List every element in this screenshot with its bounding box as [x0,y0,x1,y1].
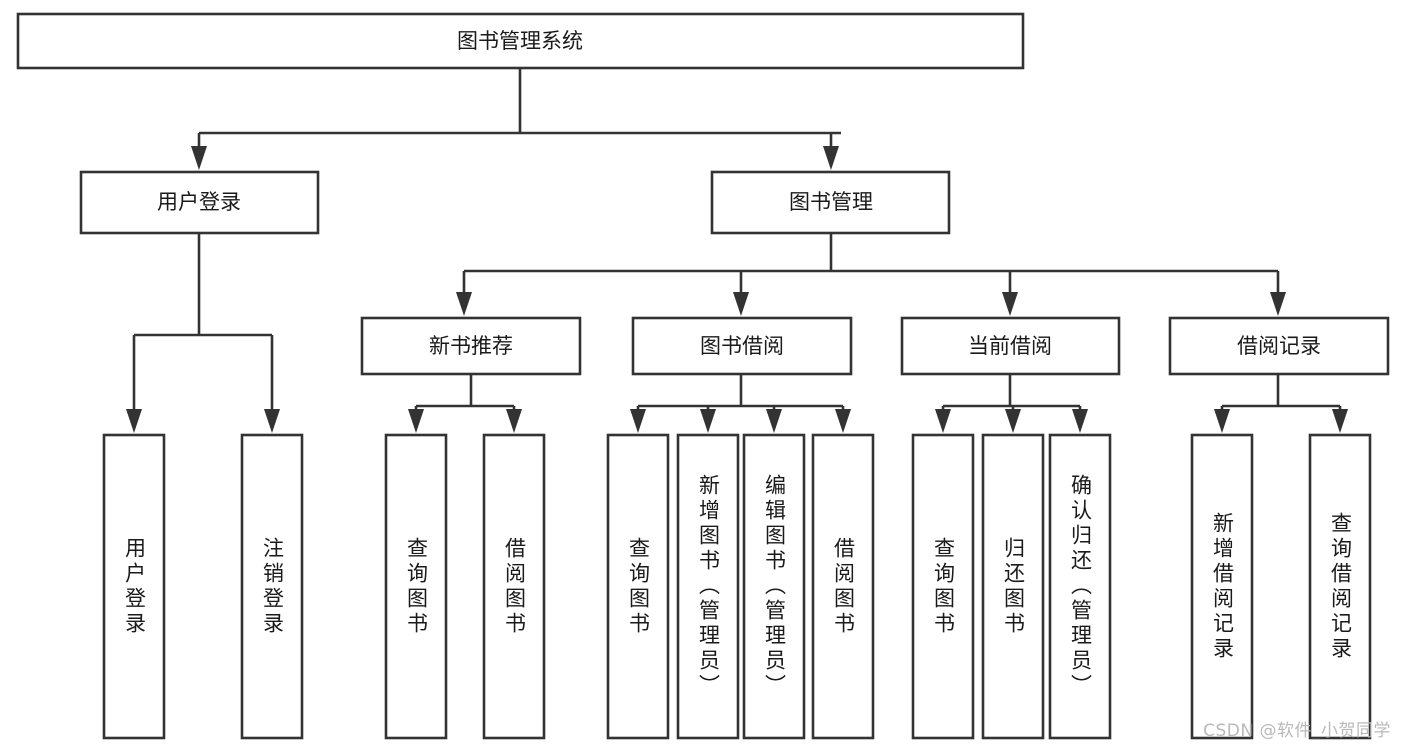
connectors [126,68,1348,433]
node-borrow-records-box[interactable] [1168,316,1390,376]
leaf-box-query-borrow-record[interactable] [1308,433,1372,740]
leaf-box-query-book-new[interactable] [384,433,448,740]
arrow-newbook-to-leaf2 [506,409,522,433]
leaf-box-edit-book-admin[interactable] [742,433,806,740]
leaf-box-borrow-book-new[interactable] [482,433,546,740]
leaf-box-confirm-return-admin[interactable] [1048,433,1112,740]
node-book-borrow-box[interactable] [631,316,853,376]
arrow-borrow-to-leaf4 [835,409,851,433]
arrow-current-to-leaf2 [1005,409,1021,433]
node-current-borrow[interactable]: 当前借阅 [900,316,1121,376]
leaf-box-query-book-current[interactable] [911,433,975,740]
node-new-book-recommend-label: 新书推荐 [429,334,513,358]
arrow-bookmgmt-to-newbook [456,292,472,316]
arrow-root-to-user-login [191,146,207,170]
leaf-box-user-login[interactable] [102,433,166,740]
node-book-borrow[interactable]: 图书借阅 [631,316,853,376]
node-book-management-label: 图书管理 [789,190,873,214]
leaf-box-query-book-borrow[interactable] [606,433,670,740]
node-user-login-label: 用户登录 [157,190,241,214]
arrow-bookmgmt-to-borrow [733,292,749,316]
node-user-login[interactable]: 用户登录 [79,170,320,235]
leaf-box-return-book[interactable] [981,433,1045,740]
node-root-box[interactable] [16,12,1025,70]
node-borrow-records-label: 借阅记录 [1237,334,1321,358]
csdn-watermark: CSDN @软件_小贺同学 [1203,721,1391,741]
node-new-book-recommend-box[interactable] [360,316,582,376]
arrow-userlogin-to-leaf1 [126,409,142,433]
arrow-borrow-to-leaf1 [630,409,646,433]
node-user-login-box[interactable] [79,170,320,235]
node-current-borrow-box[interactable] [900,316,1121,376]
node-book-borrow-label: 图书借阅 [700,334,784,358]
leaf-box-add-borrow-record[interactable] [1190,433,1254,740]
arrow-current-to-leaf3 [1072,409,1088,433]
arrow-records-to-leaf2 [1332,409,1348,433]
arrow-bookmgmt-to-records [1270,292,1286,316]
arrow-records-to-leaf1 [1214,409,1230,433]
node-new-book-recommend[interactable]: 新书推荐 [360,316,582,376]
arrow-borrow-to-leaf2 [700,409,716,433]
leaf-box-borrow-book[interactable] [811,433,875,740]
node-borrow-records[interactable]: 借阅记录 [1168,316,1390,376]
arrow-borrow-to-leaf3 [766,409,782,433]
node-book-management-box[interactable] [710,170,951,235]
arrow-current-to-leaf1 [935,409,951,433]
arrow-root-to-book-mgmt [823,146,839,170]
node-current-borrow-label: 当前借阅 [968,334,1052,358]
node-root-label: 图书管理系统 [457,29,583,53]
node-book-management[interactable]: 图书管理 [710,170,951,235]
leaf-box-add-book-admin[interactable] [676,433,740,740]
arrow-bookmgmt-to-current [1002,292,1018,316]
node-root[interactable]: 图书管理系统 [16,12,1025,70]
arrow-newbook-to-leaf1 [408,409,424,433]
leaf-box-logout[interactable] [240,433,304,740]
leaf-boxes [102,433,1372,740]
arrow-userlogin-to-leaf2 [264,409,280,433]
